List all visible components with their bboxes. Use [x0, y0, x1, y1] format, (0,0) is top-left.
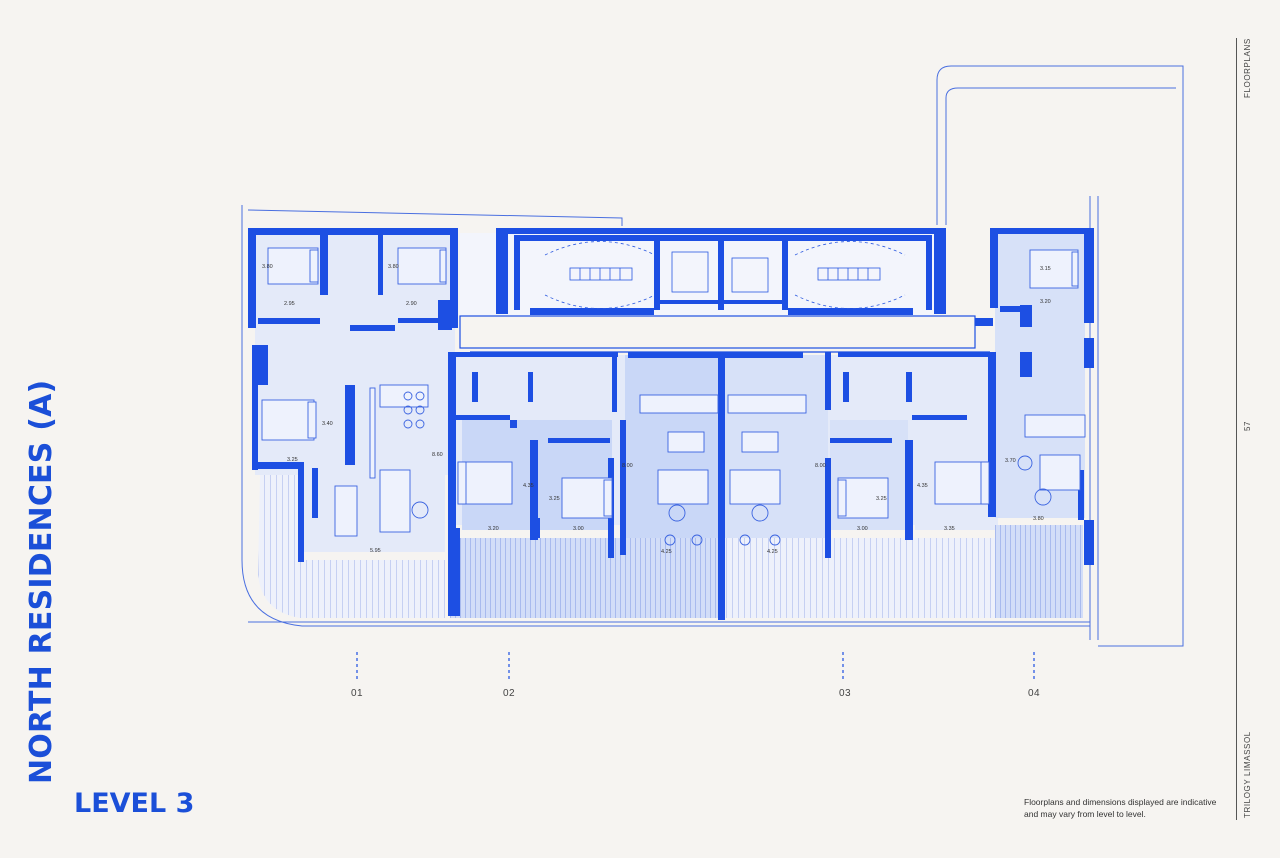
- corridor: [459, 315, 990, 353]
- dimension-label: 3.80: [388, 264, 399, 270]
- disclaimer-text: Floorplans and dimensions displayed are …: [1024, 797, 1217, 819]
- dimension-label: 3.40: [322, 421, 333, 427]
- unit-label-01: 01: [350, 688, 364, 699]
- dimension-label: 4.35: [523, 483, 534, 489]
- dimension-label: 3.70: [1005, 458, 1016, 464]
- terraces: [258, 475, 1083, 618]
- unit-label-03: 03: [838, 688, 852, 699]
- outline-strokes: [241, 65, 1184, 647]
- right-rail-divider: [1236, 38, 1237, 820]
- stair-cores: [544, 241, 906, 309]
- furniture: [261, 247, 1086, 537]
- unit-label-02: 02: [502, 688, 516, 699]
- dimension-label: 4.25: [661, 549, 672, 555]
- dimension-label: 3.80: [262, 264, 273, 270]
- dimension-label: 3.25: [287, 457, 298, 463]
- level-label: LEVEL 3: [74, 788, 195, 819]
- dimension-label: 3.25: [876, 496, 887, 502]
- dimension-label: 4.35: [917, 483, 928, 489]
- dimension-label: 8.60: [432, 452, 443, 458]
- dimension-label: 3.80: [1033, 516, 1044, 522]
- dimension-label: 3.25: [549, 496, 560, 502]
- dimension-label: 5.95: [370, 548, 381, 554]
- dimension-label: 3.20: [488, 526, 499, 532]
- dimension-label: 3.00: [573, 526, 584, 532]
- round-furniture: [403, 391, 1052, 546]
- unit-label-04: 04: [1027, 688, 1041, 699]
- dimension-label: 4.25: [767, 549, 778, 555]
- unit-markers: [356, 652, 1035, 680]
- dimension-labels: 3.80 3.80 2.95 2.90 3.40 3.25 8.60 5.95 …: [262, 264, 1051, 555]
- dimension-label: 2.95: [284, 301, 295, 307]
- dimension-label: 3.00: [857, 526, 868, 532]
- dimension-label: 3.15: [1040, 266, 1051, 272]
- dimension-label: 8.00: [622, 463, 633, 469]
- dimension-label: 2.90: [406, 301, 417, 307]
- dimension-label: 3.35: [944, 526, 955, 532]
- dimension-label: 3.20: [1040, 299, 1051, 305]
- dimension-label: 8.00: [815, 463, 826, 469]
